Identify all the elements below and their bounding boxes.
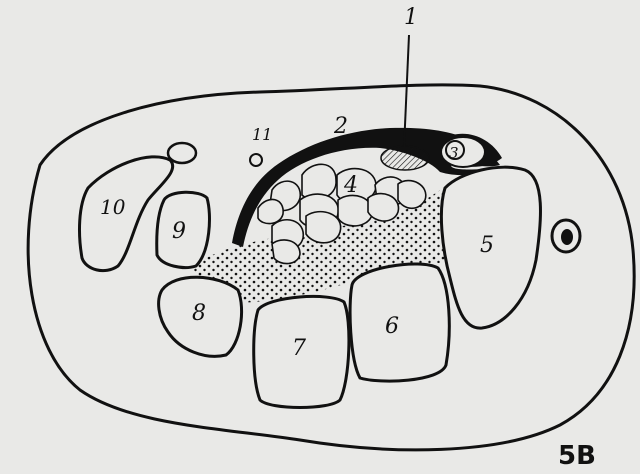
structure-1-hatched bbox=[381, 146, 429, 170]
dark-ring-core bbox=[561, 229, 573, 245]
label-7: 7 bbox=[292, 336, 306, 361]
label-1: 1 bbox=[404, 5, 418, 30]
compartment-6 bbox=[350, 264, 449, 381]
label-11: 11 bbox=[252, 125, 272, 144]
structure-11-circle bbox=[250, 154, 262, 166]
label-5: 5 bbox=[480, 233, 494, 258]
label-2: 2 bbox=[333, 114, 348, 139]
label-8: 8 bbox=[192, 301, 206, 326]
label-4: 4 bbox=[343, 173, 358, 198]
figure-label: 5B bbox=[558, 441, 596, 471]
label-6: 6 bbox=[385, 314, 399, 339]
small-blob bbox=[168, 143, 196, 163]
label-10: 10 bbox=[100, 195, 126, 219]
label-3: 3 bbox=[449, 144, 459, 162]
label-9: 9 bbox=[172, 219, 186, 244]
